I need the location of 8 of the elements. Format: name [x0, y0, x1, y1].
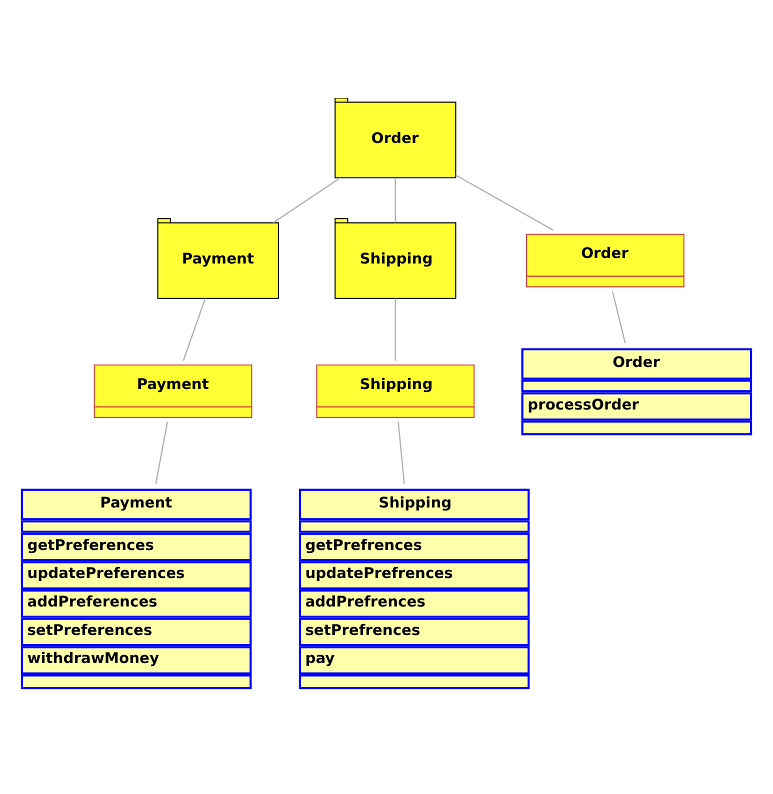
connector: [398, 421, 405, 484]
connector: [394, 177, 396, 222]
connector: [272, 176, 341, 223]
connector: [612, 290, 626, 343]
connector: [394, 298, 396, 360]
connector: [182, 298, 206, 360]
connector: [456, 174, 554, 230]
connector: [155, 421, 168, 484]
